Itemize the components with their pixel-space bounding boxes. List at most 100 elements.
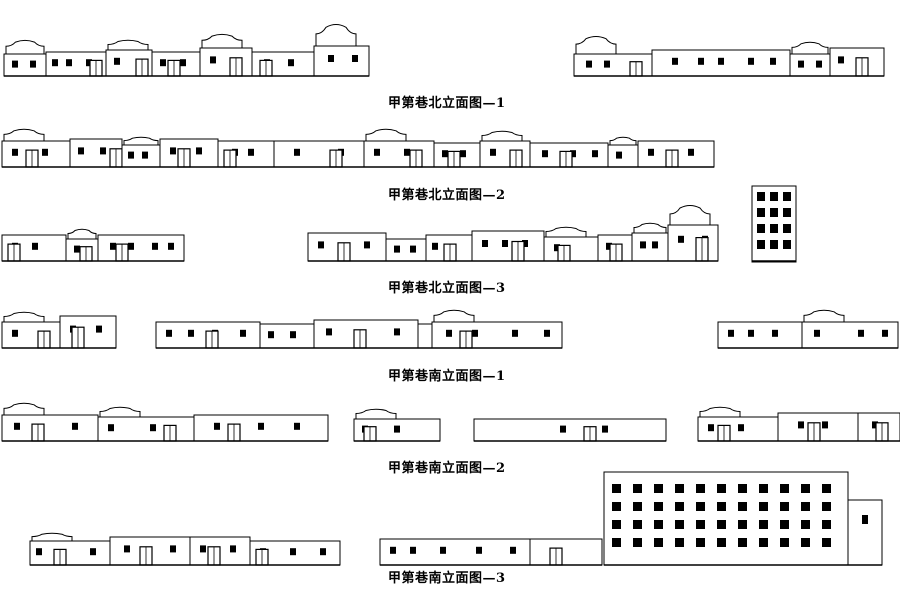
window [522,240,528,247]
window [757,224,765,233]
window [394,328,400,336]
window [612,538,621,547]
window [696,484,705,493]
window [74,245,80,253]
window [748,329,754,337]
window [717,502,726,511]
window [822,520,831,529]
window [640,241,646,249]
window [490,148,496,156]
building-wall [121,144,161,168]
window [124,545,130,553]
window [100,147,106,155]
window [675,484,684,493]
window [460,150,466,158]
window [648,148,654,156]
window [30,60,36,68]
window [394,245,400,253]
window [728,329,734,337]
window [675,502,684,511]
gable-roof [545,226,587,237]
window [672,57,678,65]
window [606,242,612,250]
window [688,148,694,156]
gable-roof [575,35,617,54]
window [560,425,566,433]
window [748,57,754,65]
window [780,502,789,511]
window [442,150,448,158]
window [258,422,264,430]
window [586,60,592,68]
window [404,148,410,156]
window [882,329,888,337]
window [570,150,576,158]
window [150,424,156,432]
window [502,240,508,247]
window [612,520,621,529]
window [718,57,724,65]
south-elevation-1-label: 甲第巷南立面图—1 [388,369,506,384]
window [783,224,791,233]
window [801,520,810,529]
window [110,242,116,250]
building-wall [607,144,639,168]
window [717,520,726,529]
window [12,60,18,68]
window [290,331,296,339]
gable-roof [3,311,45,322]
gable-roof [99,406,141,417]
window [696,502,705,511]
building-wall [3,53,47,77]
building-wall [667,224,719,262]
gable-roof [803,309,845,322]
building-wall [789,53,831,77]
window [472,329,478,337]
window [128,242,134,250]
window [717,484,726,493]
window [675,520,684,529]
window [772,329,778,337]
window [108,424,114,432]
window [320,548,326,556]
window [633,484,642,493]
window [783,240,791,249]
window [822,484,831,493]
window [170,147,176,155]
window [738,520,747,529]
window [633,502,642,511]
window [188,329,194,337]
window [240,329,246,337]
window [86,59,92,67]
window [196,147,202,155]
window [294,148,300,156]
window [757,208,765,217]
gable-roof [201,33,243,48]
building-wall [385,238,427,262]
window [633,538,642,547]
north-elevation-2-label: 甲第巷北立面图—2 [388,188,506,203]
window [512,329,518,337]
window [52,59,58,67]
gable-roof [699,406,741,417]
window [738,538,747,547]
window [814,329,820,337]
window [152,242,158,250]
building-wall [1,321,61,349]
window [798,421,804,429]
building-wall [847,499,883,566]
window [759,502,768,511]
gable-roof [481,130,523,141]
window [717,538,726,547]
window [838,56,844,64]
window [770,57,776,65]
window [554,244,560,252]
gable-roof [609,136,637,145]
window [757,192,765,201]
window [168,242,174,250]
window [759,538,768,547]
window [696,538,705,547]
building-wall [379,538,531,566]
window [142,151,148,159]
